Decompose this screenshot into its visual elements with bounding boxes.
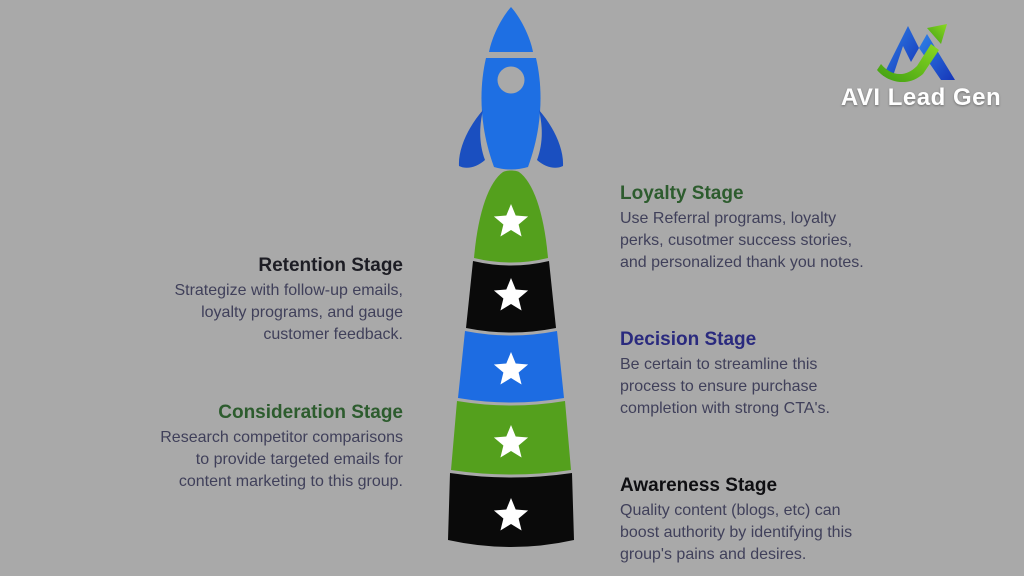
- stage-block-loyalty: Loyalty Stage Use Referral programs, loy…: [620, 183, 888, 274]
- stage-title-retention: Retention Stage: [258, 255, 403, 276]
- rocket-window: [497, 66, 525, 94]
- stage-description-retention: Strategize with follow-up emails, loyalt…: [174, 282, 403, 343]
- logo-arrow-icon: [877, 24, 955, 82]
- funnel: [448, 170, 574, 547]
- rocket-left-fin: [458, 110, 485, 168]
- rocket-icon: [458, 7, 564, 170]
- stage-description-awareness: Quality content (blogs, etc) can boost a…: [620, 502, 853, 563]
- stage-block-decision: Decision Stage Be certain to streamline …: [620, 329, 860, 420]
- stage-title-loyalty: Loyalty Stage: [620, 183, 744, 204]
- stage-title-decision: Decision Stage: [620, 329, 757, 350]
- stage-description-consideration: Research competitor comparisons to provi…: [160, 429, 403, 490]
- brand-logo: AVI Lead Gen: [836, 14, 1006, 112]
- stage-title-consideration: Consideration Stage: [218, 402, 403, 423]
- stage-description-loyalty: Use Referral programs, loyalty perks, cu…: [620, 210, 864, 271]
- stage-description-decision: Be certain to streamline this process to…: [620, 356, 830, 417]
- brand-name: AVI Lead Gen: [840, 84, 1002, 111]
- stage-block-consideration: Consideration Stage Research competitor …: [115, 402, 403, 493]
- stage-title-awareness: Awareness Stage: [620, 475, 778, 496]
- stage-block-awareness: Awareness Stage Quality content (blogs, …: [620, 475, 885, 566]
- rocket-right-fin: [537, 110, 564, 168]
- stage-block-retention: Retention Stage Strategize with follow-u…: [128, 255, 403, 346]
